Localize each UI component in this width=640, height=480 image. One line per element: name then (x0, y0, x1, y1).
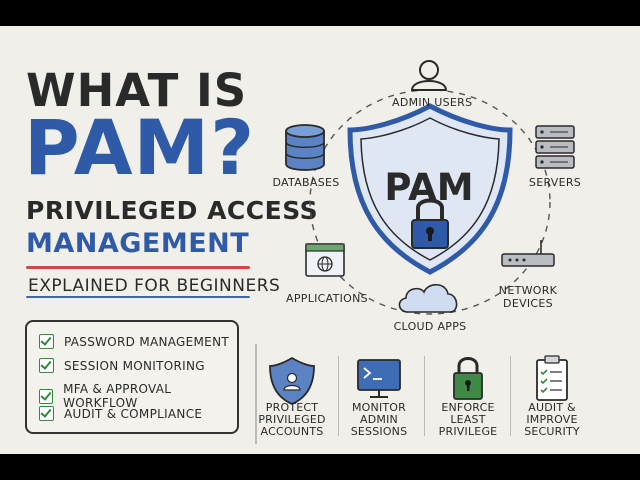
node-label-databases: DATABASES (272, 176, 340, 189)
step-enforce: ENFORCE LEAST PRIVILEGE (426, 402, 510, 438)
subtitle-line-1: PRIVILEGED ACCESS (26, 196, 319, 225)
step-monitor: MONITOR ADMIN SESSIONS (337, 402, 421, 438)
router-icon (501, 240, 555, 267)
feature-label: PASSWORD MANAGEMENT (64, 334, 229, 349)
feature-label: AUDIT & COMPLIANCE (64, 406, 203, 421)
step-separator (338, 356, 339, 436)
step-protect: PROTECT PRIVILEGED ACCOUNTS (250, 402, 334, 438)
pam-shield-icon (347, 103, 513, 275)
step-line: ADMIN (360, 413, 398, 426)
step-line: ACCOUNTS (260, 425, 324, 438)
checkbox-checked-icon (39, 388, 54, 404)
step-line: ENFORCE (441, 401, 495, 414)
step-line: SESSIONS (350, 425, 408, 438)
step-line: IMPROVE (526, 413, 578, 426)
step-line: PRIVILEGED (258, 413, 326, 426)
title-line-2: PAM? (24, 103, 256, 192)
bottom-divider (255, 344, 257, 444)
node-label-applications: APPLICATIONS (286, 292, 368, 305)
tagline: EXPLAINED FOR BEGINNERS (28, 276, 281, 296)
step-line: AUDIT & (528, 401, 576, 414)
step-line: MONITOR (351, 401, 407, 414)
node-label-cloud-apps: CLOUD APPS (393, 320, 467, 333)
checkbox-checked-icon (39, 334, 54, 349)
clipboard-checklist-icon (536, 355, 568, 401)
step-audit: AUDIT & IMPROVE SECURITY (510, 402, 594, 438)
step-line: SECURITY (524, 425, 580, 438)
feature-item: SESSION MONITORING (39, 358, 205, 373)
node-label-network-line-2: DEVICES (503, 297, 553, 310)
pam-diagram (269, 60, 575, 405)
shield-user-icon (269, 356, 315, 405)
lock-icon (453, 357, 483, 400)
step-line: PROTECT (265, 401, 319, 414)
server-icon (535, 125, 575, 169)
features-box: PASSWORD MANAGEMENT SESSION MONITORING M… (25, 320, 239, 434)
title-line-1: WHAT IS (26, 64, 248, 117)
step-line: LEAST (450, 413, 486, 426)
node-label-servers: SERVERS (528, 176, 582, 189)
padlock-icon (411, 198, 449, 249)
feature-item: AUDIT & COMPLIANCE (39, 406, 202, 421)
step-separator (510, 356, 511, 436)
checkbox-checked-icon (39, 358, 54, 373)
checkbox-checked-icon (39, 406, 54, 421)
step-line: PRIVILEGE (438, 425, 498, 438)
feature-item: MFA & APPROVAL WORKFLOW (39, 382, 237, 410)
terminal-icon (357, 359, 401, 398)
feature-label: MFA & APPROVAL WORKFLOW (63, 382, 172, 410)
subtitle-line-2: MANAGEMENT (26, 228, 250, 259)
paper-sheet: WHAT IS PAM? PRIVILEGED ACCESS MANAGEMEN… (0, 26, 640, 454)
step-separator (424, 356, 425, 436)
blue-underline (26, 296, 250, 298)
feature-label: SESSION MONITORING (64, 358, 205, 373)
database-icon (285, 124, 325, 171)
red-underline (26, 266, 250, 269)
pam-center-label: PAM (384, 166, 474, 209)
cloud-icon (398, 283, 458, 313)
node-label-admin-users: ADMIN USERS (392, 96, 473, 109)
feature-item: PASSWORD MANAGEMENT (39, 334, 229, 349)
dashed-orbit (309, 89, 551, 315)
node-label-network-line-1: NETWORK (498, 284, 558, 297)
admin-user-icon (410, 60, 448, 91)
application-window-icon (305, 243, 345, 277)
